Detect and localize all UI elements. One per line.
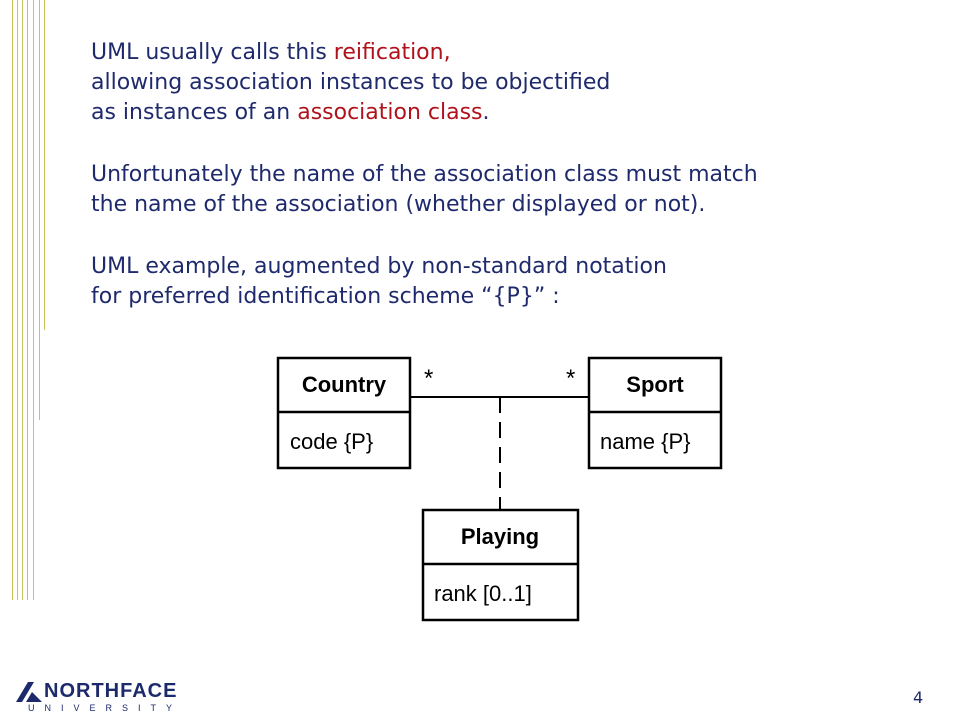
- highlight-reification: reification,: [333, 40, 451, 65]
- highlight-association-class: association class: [297, 100, 483, 125]
- class-playing-name: Playing: [461, 524, 539, 549]
- multiplicity-left: *: [424, 365, 433, 392]
- logo-name: NORTHFACE: [44, 680, 178, 702]
- multiplicity-right: *: [566, 365, 575, 392]
- class-country-name: Country: [302, 372, 387, 397]
- class-playing-attribute: rank [0..1]: [434, 581, 532, 606]
- class-sport-name: Sport: [626, 372, 684, 397]
- page-number: 4: [913, 688, 924, 707]
- decor-line-2: [17, 0, 18, 600]
- decor-line-5: [33, 0, 34, 600]
- logo-sub: UNIVERSITY: [28, 703, 183, 713]
- decor-line-7: [44, 0, 45, 330]
- paragraph-reification: UML usually calls this reification, allo…: [91, 40, 611, 125]
- paragraph-uml-example: UML example, augmented by non-standard n…: [91, 254, 667, 309]
- class-playing: Playing rank [0..1]: [421, 508, 580, 622]
- northface-logo: NORTHFACE UNIVERSITY: [14, 680, 184, 716]
- decor-line-4: [27, 0, 28, 600]
- decor-line-1: [12, 0, 13, 600]
- class-country-attribute: code {P}: [290, 429, 373, 454]
- logo-mark-icon: [16, 682, 42, 702]
- class-sport: Sport name {P}: [587, 356, 723, 470]
- decor-line-3: [22, 0, 23, 600]
- decor-line-6: [39, 0, 40, 420]
- class-country: Country code {P}: [276, 356, 412, 470]
- class-sport-attribute: name {P}: [600, 429, 691, 454]
- paragraph-association-name: Unfortunately the name of the associatio…: [91, 162, 758, 217]
